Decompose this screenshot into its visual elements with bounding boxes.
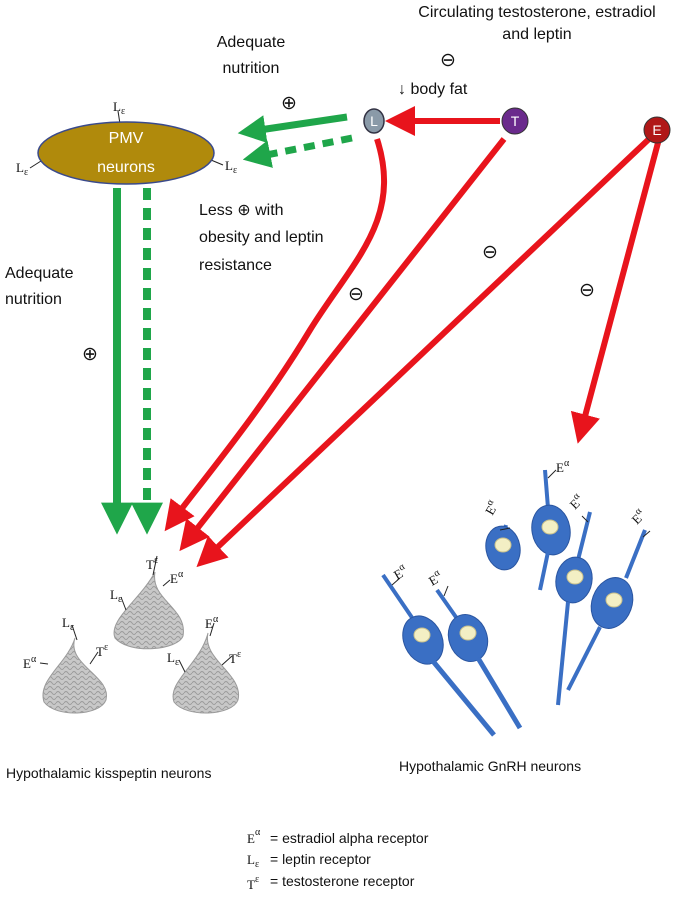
gnrh-cell-6 (566, 529, 647, 691)
kiss2-leptin-receptor: Lε (62, 615, 74, 633)
legend-leptin-text: = leptin receptor (270, 851, 371, 867)
pmv-leptin-receptor-top: Lε (113, 99, 125, 117)
hormone-estradiol: E (643, 116, 671, 144)
kiss-plus-icon: ⊕ (82, 344, 98, 365)
kiss3-leptin-receptor: Lε (167, 650, 179, 668)
kiss1-estradiol-receptor: Eα (170, 569, 184, 586)
kiss3-estradiol-receptor: Eα (205, 614, 219, 631)
pmv-leptin-receptor-right: Lε (225, 158, 237, 176)
gnrh-cell-5 (555, 511, 593, 706)
kiss-cell-1 (113, 571, 184, 650)
kiss1-testosterone-receptor: Tε (146, 555, 158, 572)
pmv-leptin-receptor-left: Lε (16, 160, 28, 178)
stimulatory-arrows (101, 113, 353, 535)
kiss2-estradiol-receptor: Eα (23, 654, 37, 671)
legend-leptin-symbol: Lε (247, 852, 259, 870)
gnrh-neurons (381, 469, 647, 737)
pmv-ellipse (37, 121, 215, 185)
svg-text:Eα: Eα (425, 567, 446, 589)
less-note-line1: Less ⊕ with (199, 202, 284, 219)
estradiol-minus-icon: ⊖ (579, 280, 595, 301)
svg-text:Eα: Eα (556, 458, 570, 475)
kiss-cell-2 (42, 637, 107, 714)
hormone-testosterone: T (501, 107, 529, 135)
svg-text:Eα: Eα (480, 497, 502, 518)
estradiol-to-kiss-arrow (196, 136, 652, 568)
kiss1-leptin-receptor: Lε (110, 587, 122, 605)
svg-text:Eα: Eα (627, 505, 649, 527)
kiss3-testosterone-receptor: Tε (229, 649, 241, 666)
leptin-label: L (370, 113, 378, 129)
gnrh-cell-4 (485, 524, 521, 571)
gnrh-cell-2 (435, 588, 523, 730)
estradiol-to-gnrh-arrow (570, 138, 662, 444)
top-title-line1: Circulating testosterone, estradiol (418, 4, 655, 21)
adequate-nutrition-top-line1: Adequate (217, 34, 286, 51)
leptin-to-pmv-arrow (237, 113, 348, 143)
adequate-nutrition-top-line2: nutrition (223, 60, 280, 77)
estradiol-label: E (652, 122, 661, 138)
kiss-cell-3 (172, 632, 239, 714)
testosterone-minus-icon: ⊖ (482, 242, 498, 263)
leptin-to-kiss-arrow (164, 138, 388, 532)
kisspeptin-neurons: Tε Lε Eα Lε Tε Eα Eα Lε Tε (23, 555, 241, 714)
pmv-label-line1: PMV (109, 130, 144, 147)
less-note-line3: resistance (199, 257, 272, 274)
pmv-neurons: Lε Lε Lε PMV neurons (16, 99, 237, 185)
body-fat-label: ↓ body fat (398, 81, 468, 98)
leptin-minus-icon: ⊖ (348, 284, 364, 305)
hormone-leptin: L (363, 108, 385, 134)
adequate-nutrition-left-line2: nutrition (5, 291, 62, 308)
less-note-line2: obesity and leptin (199, 229, 324, 246)
legend-testosterone-symbol: Tε (247, 874, 259, 892)
inhibitory-arrows (164, 106, 662, 568)
gnrh-caption: Hypothalamic GnRH neurons (399, 758, 581, 774)
svg-text:Eα: Eα (390, 561, 411, 583)
legend: Eα = estradiol alpha receptor Lε = lepti… (247, 827, 429, 892)
gnrh-cell-3 (531, 469, 571, 591)
testosterone-to-kiss-arrow (179, 137, 507, 552)
pmv-label-line2: neurons (97, 159, 155, 176)
leptin-to-pmv-dashed-arrow (242, 134, 353, 168)
kisspeptin-caption: Hypothalamic kisspeptin neurons (6, 765, 211, 781)
legend-estradiol-symbol: Eα (247, 827, 261, 846)
kiss2-testosterone-receptor: Tε (96, 642, 108, 659)
adequate-nutrition-left-line1: Adequate (5, 265, 74, 282)
svg-text:Eα: Eα (565, 490, 587, 512)
legend-estradiol-text: = estradiol alpha receptor (270, 830, 429, 846)
body-fat-minus-icon: ⊖ (440, 50, 456, 71)
pmv-plus-icon: ⊕ (281, 93, 297, 114)
gnrh-receptors: Eα Eα Eα Eα Eα Eα (390, 458, 651, 597)
top-title-line2: and leptin (502, 26, 571, 43)
gnrh-cell-1 (381, 573, 496, 737)
legend-testosterone-text: = testosterone receptor (270, 873, 415, 889)
testosterone-label: T (511, 113, 520, 129)
